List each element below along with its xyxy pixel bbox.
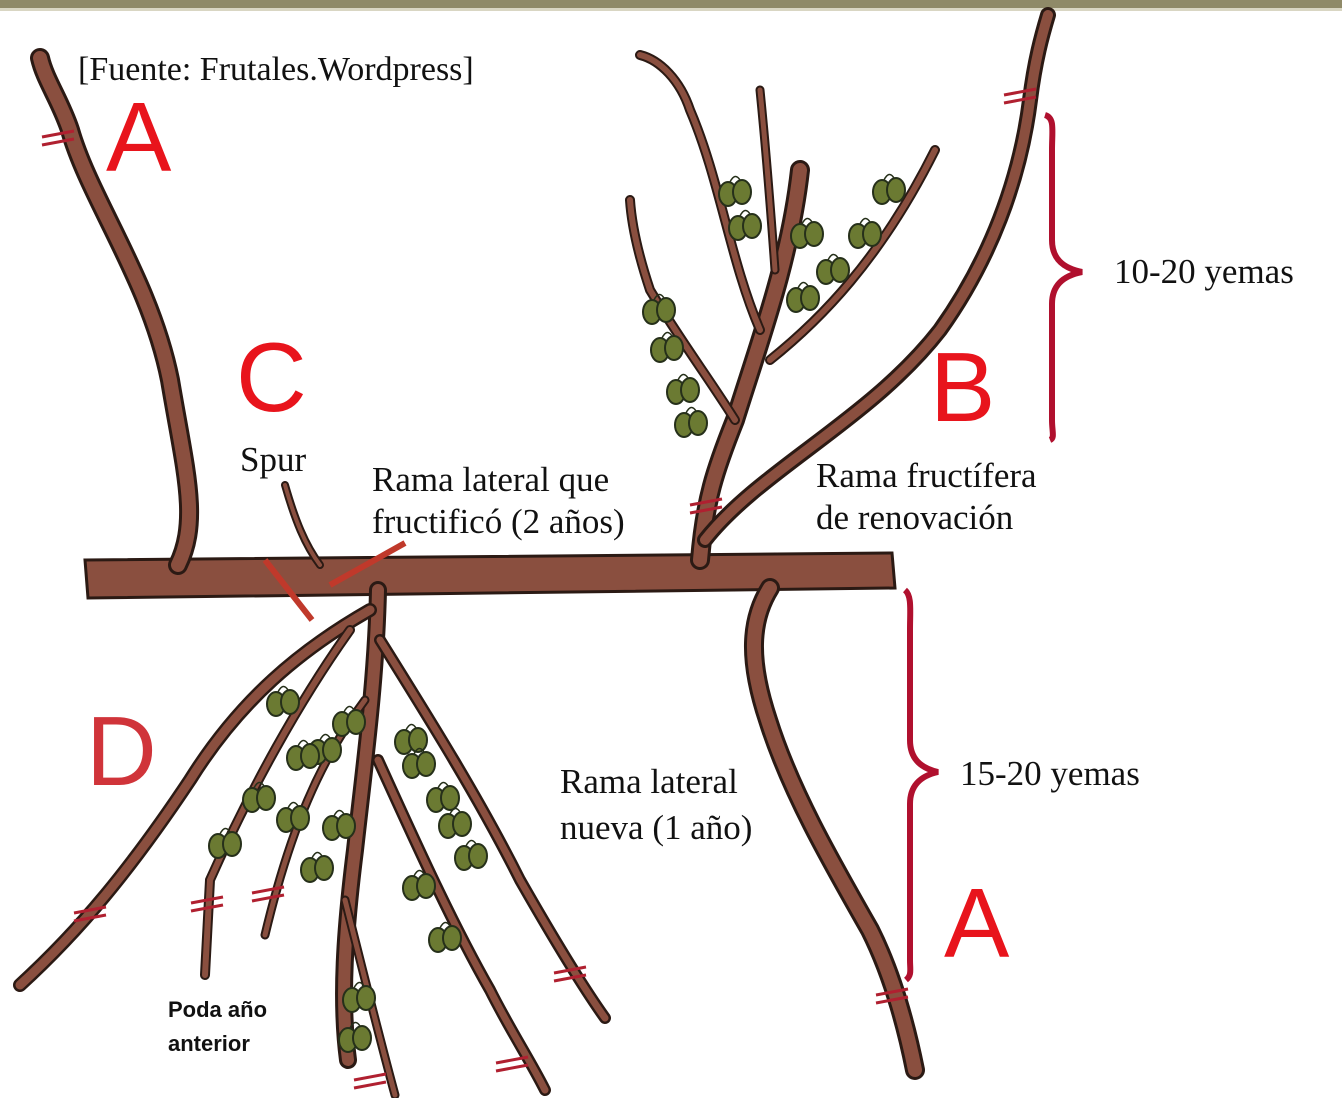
label-rama-nueva-line2: nueva (1 año) (560, 808, 752, 848)
label-rama-lateral-que-line1: Rama lateral que (372, 460, 609, 500)
letter-d: D (86, 702, 157, 800)
label-rama-fructifera-line1: Rama fructífera (816, 456, 1037, 496)
label-poda-line2: anterior (168, 1030, 250, 1058)
brace-lower (905, 590, 938, 980)
branch-d (20, 590, 605, 1095)
label-yemas-lower: 15-20 yemas (960, 754, 1140, 794)
label-rama-nueva-line1: Rama lateral (560, 762, 738, 802)
label-rama-lateral-que-line2: fructificó (2 años) (372, 502, 625, 542)
brace-upper (1045, 115, 1082, 440)
letter-c: C (236, 328, 307, 426)
cut-mark-d-5 (496, 1057, 528, 1071)
cut-mark-d-6 (354, 1074, 386, 1088)
label-rama-fructifera-line2: de renovación (816, 498, 1013, 538)
letter-a-top: A (106, 88, 171, 186)
label-poda-line1: Poda año (168, 996, 267, 1024)
label-yemas-upper: 10-20 yemas (1114, 252, 1294, 292)
label-spur: Spur (240, 440, 306, 480)
letter-a-bottom: A (944, 874, 1009, 972)
letter-b: B (930, 338, 995, 436)
